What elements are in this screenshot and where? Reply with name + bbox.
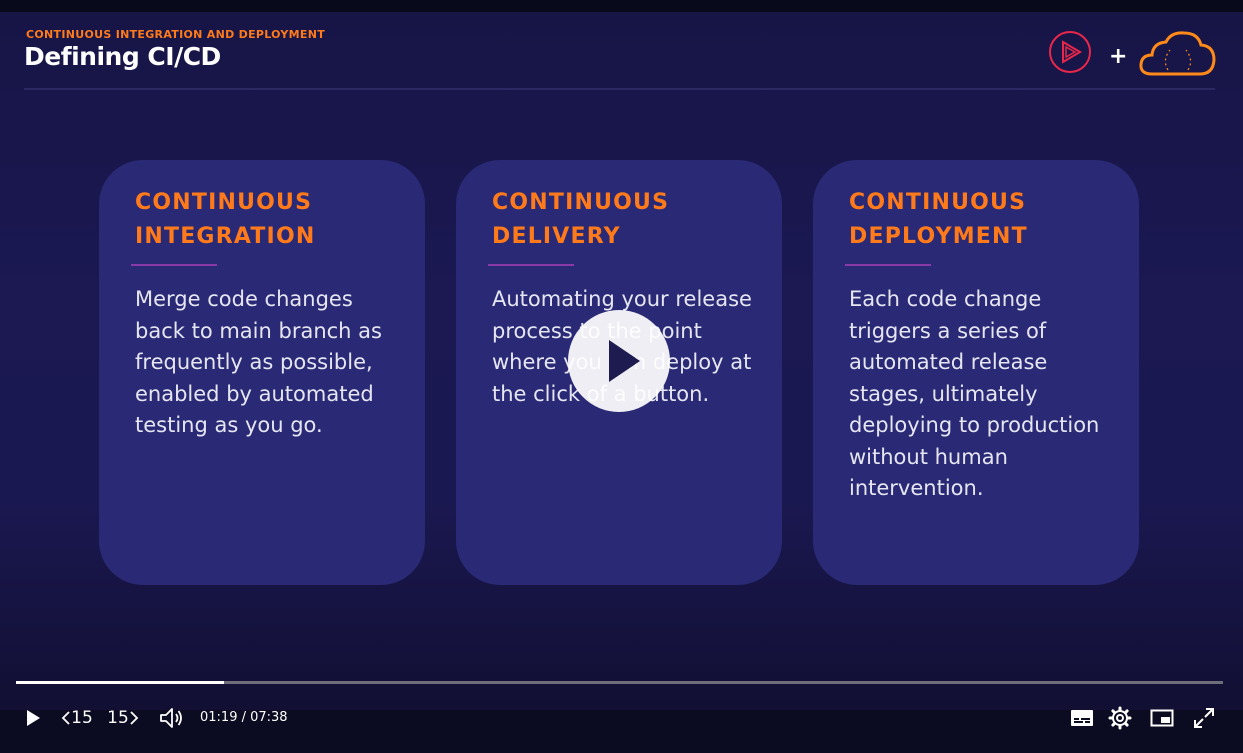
- time-display: 01:19 / 07:38: [200, 710, 288, 725]
- fullscreen-icon: [1194, 708, 1214, 728]
- picture-in-picture-button[interactable]: [1148, 700, 1176, 736]
- gear-icon: [1108, 706, 1132, 730]
- card-title: CONTINUOUS DELIVERY: [492, 190, 670, 249]
- rewind-label: 15: [71, 708, 93, 728]
- pluralsight-logo-icon: [1049, 31, 1091, 73]
- logo-plus: +: [1109, 44, 1128, 69]
- card-divider: [845, 264, 931, 266]
- slide-subtitle: CONTINUOUS INTEGRATION AND DEPLOYMENT: [26, 28, 326, 41]
- picture-in-picture-icon: [1150, 709, 1174, 727]
- captions-button[interactable]: [1068, 700, 1096, 736]
- play-icon: [609, 340, 640, 382]
- rewind-15-button[interactable]: 15: [58, 700, 96, 736]
- card-title: CONTINUOUS DEPLOYMENT: [849, 190, 1028, 249]
- volume-button[interactable]: [156, 700, 186, 736]
- big-play-button[interactable]: [568, 310, 670, 412]
- settings-button[interactable]: [1106, 700, 1134, 736]
- fullscreen-button[interactable]: [1190, 700, 1218, 736]
- slide-title: Defining CI/CD: [24, 42, 221, 71]
- card-body: Merge code changes back to main branch a…: [135, 287, 382, 437]
- chevron-right-icon: [130, 711, 139, 725]
- volume-icon: [160, 708, 182, 728]
- header-divider: [24, 88, 1215, 90]
- chevron-left-icon: [61, 711, 70, 725]
- player-controls: 15 15 01:19 / 07:38: [0, 700, 1243, 738]
- card-continuous-integration: CONTINUOUS INTEGRATION Merge code change…: [99, 160, 425, 585]
- top-bar: [0, 0, 1243, 12]
- play-icon: [27, 710, 40, 726]
- video-frame[interactable]: CONTINUOUS INTEGRATION AND DEPLOYMENT De…: [0, 12, 1243, 710]
- card-divider: [488, 264, 574, 266]
- captions-icon: [1071, 710, 1093, 726]
- progress-fill: [16, 681, 225, 684]
- card-divider: [131, 264, 217, 266]
- card-body: Each code change triggers a series of au…: [849, 287, 1100, 500]
- card-continuous-deployment: CONTINUOUS DEPLOYMENT Each code change t…: [813, 160, 1139, 585]
- progress-bar[interactable]: [16, 681, 1223, 684]
- card-title: CONTINUOUS INTEGRATION: [135, 190, 316, 249]
- forward-15-button[interactable]: 15: [104, 700, 142, 736]
- forward-label: 15: [107, 708, 129, 728]
- cloud-logo-icon: [1138, 30, 1216, 78]
- play-button[interactable]: [18, 700, 46, 736]
